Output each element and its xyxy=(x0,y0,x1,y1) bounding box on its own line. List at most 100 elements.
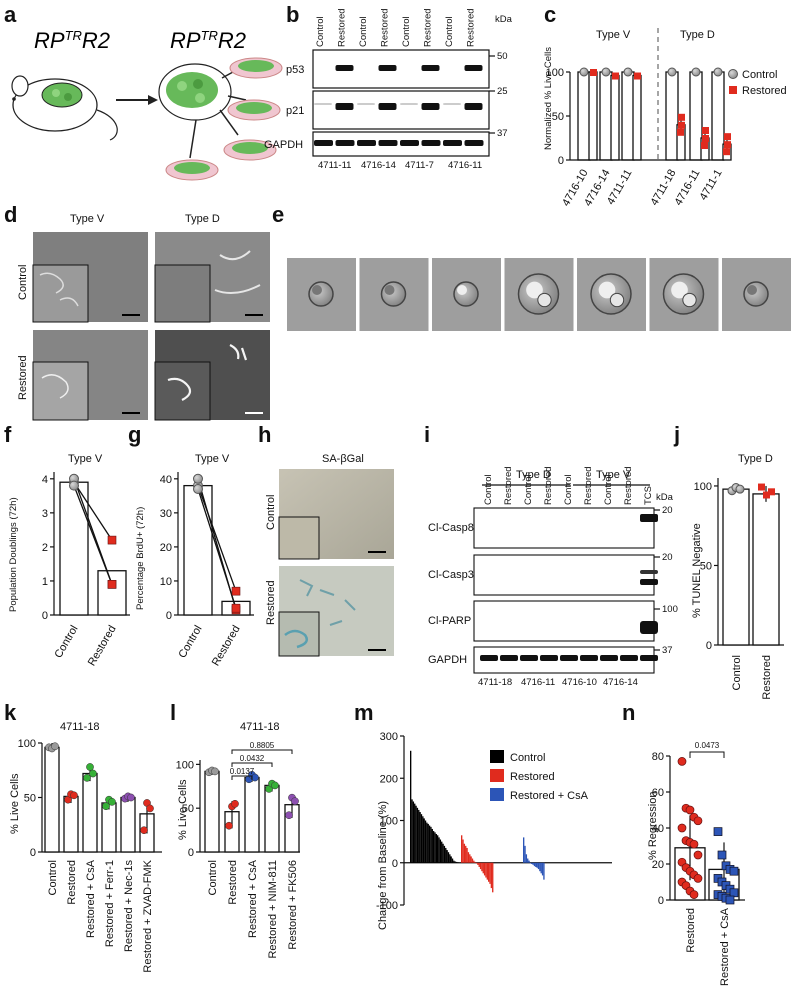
blot-i-band-gapdh-5 xyxy=(580,655,598,661)
blot-i-marker-37: 37 xyxy=(662,645,673,656)
panel-g-title: Type V xyxy=(195,453,230,465)
blot-b-band-gapdh-6 xyxy=(443,140,462,146)
blot-i-lane-1: Restored xyxy=(503,466,514,505)
panel-label-m: m xyxy=(354,700,374,725)
bar-panel-g-0 xyxy=(183,484,213,616)
blot-b-band-gapdh-1 xyxy=(335,140,355,146)
bar-m-1-21 xyxy=(489,862,491,884)
dot-c-restored-0 xyxy=(590,69,597,76)
blot-b-marker-25: 25 xyxy=(497,86,508,97)
blot-i-lane-4: Control xyxy=(563,474,574,505)
cell-vacuole-6 xyxy=(747,285,757,295)
panel-i-group-left: Type D xyxy=(516,469,551,481)
panel-m-ytick-0: -100 xyxy=(376,900,398,912)
bar-m-2-14 xyxy=(541,862,544,876)
dot-k-2-0 xyxy=(83,774,91,782)
dot-c-restored-4-0 xyxy=(702,127,709,134)
bar-m-2-5 xyxy=(529,862,532,864)
bar-k-0 xyxy=(44,746,60,853)
bar-c-restored-1 xyxy=(610,74,620,161)
panel-m-ylabel: Change from Baseline (%) xyxy=(377,801,389,930)
blot-b-lane-7: Restored xyxy=(466,8,477,47)
bar-m-2-1 xyxy=(524,845,526,863)
bar-m-2-4 xyxy=(528,860,530,863)
bar-j-1 xyxy=(752,493,780,646)
panel-a-title-left: RPTRR2 xyxy=(34,28,110,53)
bar-m-1-12 xyxy=(477,862,479,865)
bar-m-0-26 xyxy=(445,847,447,863)
panel-label-e: e xyxy=(272,202,284,227)
panel-label-l: l xyxy=(170,700,176,725)
bar-c-restored-2 xyxy=(632,74,642,161)
xtick-panel-f-0: Control xyxy=(52,624,80,661)
blot-i-band-gapdh-3 xyxy=(540,655,558,661)
bar-m-0-19 xyxy=(435,834,437,863)
panel-f-chart: Type V Population Doublings (72h) 01234C… xyxy=(8,453,130,668)
cell-vacuole-0 xyxy=(312,285,322,295)
panel-h-title: SA-βGal xyxy=(322,453,364,465)
dot-l-3-2 xyxy=(271,781,279,790)
panel-f-ytick-2: 2 xyxy=(42,542,48,554)
bar-k-3 xyxy=(101,802,117,853)
blot-b-band-gapdh-4 xyxy=(400,140,419,146)
blot-b-band-p21-6 xyxy=(443,103,461,105)
blot-i-band-gapdh-7 xyxy=(620,655,638,661)
dot-n-csa-13 xyxy=(725,895,735,905)
cell-body-0 xyxy=(308,281,334,307)
bar-m-0-5 xyxy=(416,807,419,863)
legend-m-csa: Restored + CsA xyxy=(510,790,589,802)
panel-g-ylabel: Percentage BrdU+ (72h) xyxy=(135,507,146,610)
blot-b-label-gapdh: GAPDH xyxy=(264,139,303,151)
blot-b-band-p21-0 xyxy=(314,103,332,105)
cell-vacuole-2 xyxy=(457,285,467,295)
blot-i-label-casp3: Cl-Casp3 xyxy=(428,569,474,581)
panel-i-kda: kDa xyxy=(656,492,674,503)
panel-label-g: g xyxy=(128,422,141,447)
blot-i-band-gapdh-0 xyxy=(480,655,498,661)
bar-m-0-8 xyxy=(420,814,423,863)
bar-m-0-34 xyxy=(455,861,458,863)
bar-m-0-2 xyxy=(412,801,415,863)
panel-f-ylabel: Population Doublings (72h) xyxy=(8,497,19,612)
panel-h-row-top: Control xyxy=(265,495,277,530)
dot-n-csa-0 xyxy=(713,827,723,836)
panel-f-ytick-3: 3 xyxy=(42,508,48,520)
panel-g-ytick-0: 0 xyxy=(166,610,172,622)
bar-m-1-16 xyxy=(482,862,484,874)
blot-i-lane-0: Control xyxy=(483,474,494,505)
panel-label-k: k xyxy=(4,700,17,725)
blot-i-lane-6: Control xyxy=(603,474,614,505)
xtick-j-0: Control xyxy=(731,655,743,690)
panel-label-h: h xyxy=(258,422,271,447)
cell-vacuole-3 xyxy=(526,281,543,299)
panel-m-ytick-4: 300 xyxy=(380,731,398,743)
bar-m-2-10 xyxy=(536,862,538,868)
blot-i-band-gapdh-4 xyxy=(560,655,578,661)
panel-c-ytick-2: 100 xyxy=(546,67,564,79)
bar-m-0-11 xyxy=(424,820,427,863)
bar-c-control-2 xyxy=(621,71,635,161)
bar-k-1 xyxy=(63,795,79,853)
panel-k-ytick-1: 50 xyxy=(24,793,36,805)
blot-b-band-p53-3 xyxy=(378,65,397,71)
bar-k-4 xyxy=(120,796,136,853)
blot-i-sample-1: 4711-18 xyxy=(478,677,512,688)
bar-m-1-22 xyxy=(490,862,493,889)
dot-k-1-2 xyxy=(70,791,78,800)
bar-j-0 xyxy=(722,488,750,646)
blot-b-band-gapdh-3 xyxy=(378,140,398,146)
blot-i-marker-20a: 20 xyxy=(662,505,673,516)
panel-c-ylabel: Normalized % Live Cells xyxy=(543,47,554,150)
xtick-panel-g-0: Control xyxy=(176,624,204,661)
sabgal-control-image xyxy=(278,469,394,560)
dot-k-0-2 xyxy=(51,742,59,751)
dot-n-restored-0 xyxy=(677,757,687,766)
dot-n-restored-8 xyxy=(689,839,699,849)
bar-c-control-3 xyxy=(665,71,679,161)
bar-m-0-27 xyxy=(446,850,448,863)
bar-m-0-25 xyxy=(443,845,446,863)
dot-k-4-2 xyxy=(127,793,135,802)
